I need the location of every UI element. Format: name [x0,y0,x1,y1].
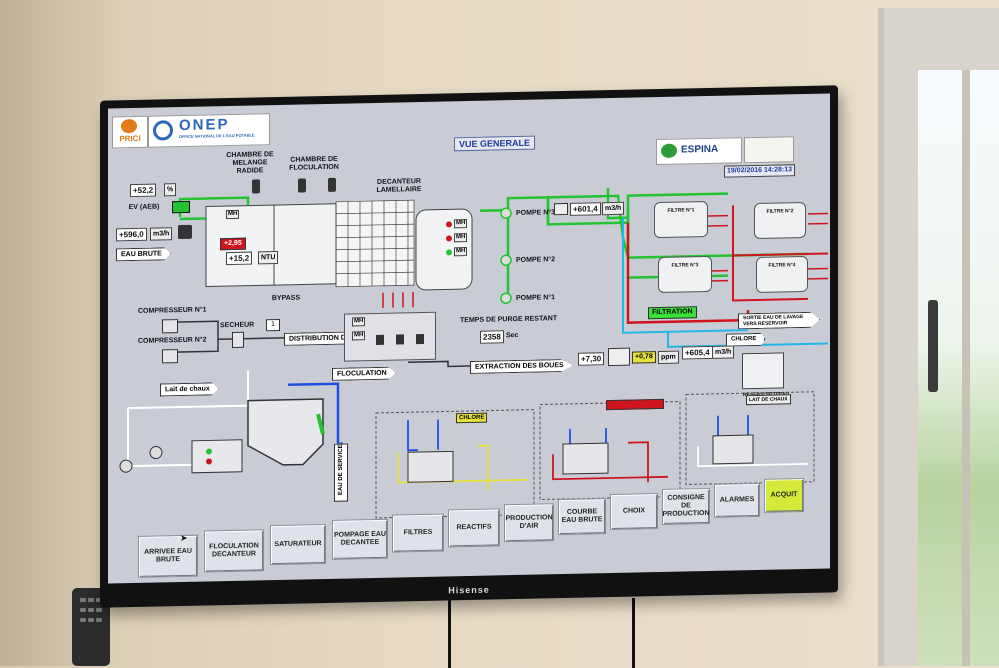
chlore-unit: m3/h [712,345,734,358]
bypass-label: BYPASS [266,294,306,303]
ev-label: EV (AEB) [122,203,166,212]
debit-value: +596,0 [116,228,147,242]
extraction-boues-tag: EXTRACTION DES BOUES [470,359,573,374]
turbidity-unit: NTU [258,251,278,264]
mouse-cursor-icon: ➤ [180,533,188,544]
ev-valve-icon[interactable] [172,201,190,213]
chambre-melange-label: CHAMBRE DE MELANGE RADIDE [220,151,280,176]
nav-alarmes[interactable]: ALARMES [714,483,760,518]
eau-service-label: EAU DE SERVICE [338,442,344,498]
nav-reactifs[interactable]: REACTIFS [448,508,500,547]
alarm-banner [606,399,664,410]
mixer-motor-icon [328,178,336,192]
ev-unit: % [164,183,176,196]
lait-chaux-tag: Lait de chaux [160,382,219,396]
tv-monitor: Hisense [100,85,838,607]
nav-pompage-eau-decantee[interactable]: POMPAGE EAU DECANTEE [332,519,388,560]
onep-text: ONEP [179,116,230,134]
pompe1-label: POMPE N°1 [516,294,566,303]
filtre-4-label: FILTRE N°4 [757,261,807,270]
purge-unit: Sec [506,332,526,340]
mh-control[interactable]: MH [454,219,467,228]
partner-logo [744,136,794,163]
sortie-eau-tag: SORTIE EAU DE LAVAGE VERS RESERVOIR [738,312,820,330]
cable [632,598,635,668]
mh-control[interactable]: MH [454,247,467,256]
filtration-label: FILTRATION [648,306,697,319]
datetime-display: 19/02/2016 14:28:13 [724,164,795,177]
filtre-2[interactable]: FILTRE N°2 [754,202,806,239]
mh-control[interactable]: MH [226,210,239,219]
ph-value: +7,30 [578,352,604,366]
page-title: VUE GENERALE [454,136,535,152]
ppm-value: +0,78 [632,351,656,363]
chambre-floculation-label: CHAMBRE DE FLOCULATION [286,156,342,173]
purge-value: 2358 [480,330,504,343]
nav-saturateur[interactable]: SATURATEUR [270,524,326,565]
nav-floculation-decanteur[interactable]: FLOCULATION DECANTEUR [204,529,264,572]
secheur-icon [232,332,244,348]
purge-valve-icon[interactable] [376,335,384,345]
filtre-2-label: FILTRE N°2 [755,207,805,216]
chlore-value: +605,4 [682,346,713,360]
decanteur-label: DECANTEUR LAMELLAIRE [354,178,444,196]
compresseur1-label: COMPRESSEUR N°1 [138,306,208,315]
nav-courbe-eau-brute[interactable]: COURBE EAU BRUTE [558,498,606,535]
pompe2-label: POMPE N°2 [516,256,566,265]
nav-acquit[interactable]: ACQUIT [764,478,804,513]
onep-logo: ONEP OFFICE NATIONAL DE L'EAU POTABLE [148,113,270,148]
prici-logo: PRICI [112,116,148,149]
secheur-label: SECHEUR [220,322,254,331]
onep-drop-icon [153,120,173,140]
espina-logo: ESPINA [656,137,742,165]
compresseur2-label: COMPRESSEUR N°2 [138,336,208,345]
cable [448,598,451,668]
eau-brute-tag: EAU BRUTE [116,247,171,261]
door-post [962,70,970,666]
filtre-3[interactable]: FILTRE N°3 [658,256,712,293]
nav-arrivee-eau-brute[interactable]: ARRIVEE EAU BRUTE [138,535,198,578]
mixer-motor-icon [298,178,306,192]
mh-control[interactable]: MH [352,317,365,326]
ppm-unit: ppm [658,351,679,364]
compresseur2-icon[interactable] [162,349,178,363]
nav-consigne-production[interactable]: CONSIGNE DE PRODUCTION [662,488,710,525]
filtre-3-label: FILTRE N°3 [659,261,711,270]
flowmeter-icon [178,225,192,239]
pompe-debit-value: +601,4 [570,202,601,216]
prici-text: PRICI [113,135,147,144]
mh-control[interactable]: MH [352,331,365,340]
panel-lait-label: LAIT DE CHAUX [746,394,791,405]
prici-emblem [121,119,137,133]
pompe-debit-unit: m3/h [602,202,624,215]
mixer-motor-icon [252,179,260,193]
door-handle [928,300,938,392]
purge-valve-icon[interactable] [416,334,424,344]
espina-text: ESPINA [681,144,718,156]
espina-emblem [661,144,677,158]
filtre-1[interactable]: FILTRE N°1 [654,201,708,238]
sensor-icon [554,203,568,215]
temperature-value: +2,95 [220,238,246,251]
reservoir-tank[interactable] [742,352,784,389]
air-valve-icon[interactable]: 1 [266,319,280,331]
scada-screen: PRICI ONEP OFFICE NATIONAL DE L'EAU POTA… [108,93,830,583]
mh-control[interactable]: MH [454,233,467,242]
floculation-tag: FLOCULATION [332,367,396,381]
nav-filtres[interactable]: FILTRES [392,514,444,553]
analyzer-icon [608,348,630,366]
purge-valve-icon[interactable] [396,334,404,344]
filtre-1-label: FILTRE N°1 [655,206,707,215]
compresseur1-icon[interactable] [162,319,178,333]
nav-production-air[interactable]: PRODUCTION D'AIR [504,503,554,542]
ev-value: +52,2 [130,184,156,198]
turbidity-value: +15,2 [226,252,252,266]
eau-service-tag: EAU DE SERVICE [334,444,348,502]
onep-subtitle: OFFICE NATIONAL DE L'EAU POTABLE [179,132,267,139]
panel-chlore-label: CHLORE [456,413,487,424]
nav-choix[interactable]: CHOIX [610,493,658,530]
debit-unit: m3/h [150,227,172,240]
filtre-4[interactable]: FILTRE N°4 [756,256,808,293]
